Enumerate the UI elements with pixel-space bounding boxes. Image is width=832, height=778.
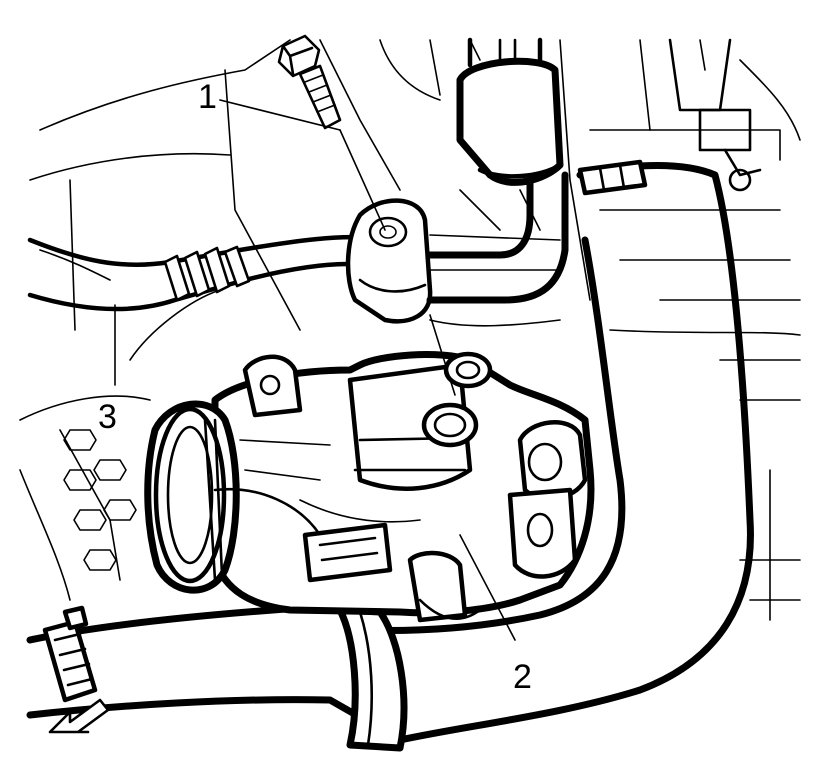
refrigerant-line — [27, 234, 373, 312]
callout-1: 1 — [198, 78, 217, 116]
hose-fitting-block — [345, 198, 433, 324]
callout-3: 3 — [98, 398, 117, 436]
upper-hose — [426, 37, 569, 304]
leader-lines — [114, 99, 516, 641]
callout-2: 2 — [513, 658, 532, 696]
ac-compressor — [144, 351, 595, 623]
lower-coolant-hose — [26, 159, 754, 752]
front-arrow-icon — [48, 698, 110, 734]
bolt — [277, 34, 342, 130]
engine-background — [19, 38, 801, 621]
